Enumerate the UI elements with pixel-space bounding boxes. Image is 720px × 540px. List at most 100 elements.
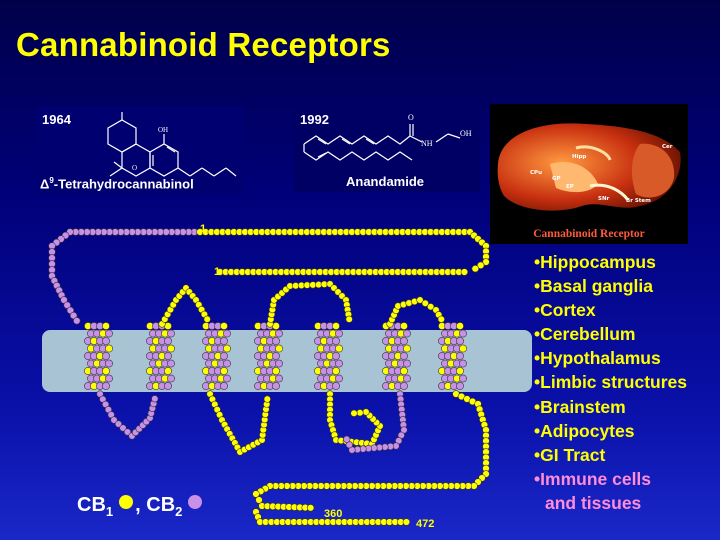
extracellular-loop-3 bbox=[386, 296, 445, 328]
residue-bead bbox=[105, 344, 113, 353]
residue-bead bbox=[275, 329, 283, 338]
residue-bead bbox=[105, 359, 113, 368]
cb2-n-terminus-label: 1 bbox=[200, 223, 207, 235]
bullet-mark: • bbox=[534, 276, 541, 297]
bullet-item: •Cortex bbox=[534, 298, 687, 322]
residue-bead bbox=[220, 382, 228, 390]
bullet-mark: • bbox=[534, 396, 541, 417]
residue-bead bbox=[335, 344, 343, 353]
bullet-mark: • bbox=[534, 372, 541, 393]
residue-bead bbox=[167, 344, 175, 353]
residue-bead bbox=[164, 382, 172, 390]
bullet-text: Cerebellum bbox=[540, 324, 636, 345]
bullet-text: Hippocampus bbox=[540, 252, 656, 272]
residue-bead bbox=[400, 322, 408, 330]
residue-bead bbox=[164, 337, 172, 345]
residue-bead bbox=[437, 315, 445, 323]
residue-bead bbox=[275, 344, 283, 353]
cb2-c-terminus-label: 360 bbox=[324, 508, 343, 520]
residue-bead bbox=[459, 374, 467, 383]
residue-bead bbox=[332, 367, 340, 375]
residue-bead bbox=[73, 317, 81, 325]
residue-bead bbox=[102, 382, 110, 390]
brain-section-drawing bbox=[497, 123, 681, 211]
residue-bead bbox=[403, 329, 411, 338]
residue-bead bbox=[252, 490, 260, 498]
residue-bead bbox=[151, 395, 159, 403]
residue-bead bbox=[332, 322, 340, 330]
residue-bead bbox=[335, 374, 343, 383]
residue-bead bbox=[306, 504, 315, 512]
transmembrane-helix-6 bbox=[382, 322, 411, 390]
residue-bead bbox=[456, 337, 464, 345]
thc-year: 1964 bbox=[42, 112, 71, 127]
receptor-legend: CB1, CB2 bbox=[77, 494, 204, 519]
cb2-n-terminal-chain bbox=[48, 228, 204, 325]
thc-name: Δ9-Tetrahydrocannabinol bbox=[40, 176, 194, 192]
residue-bead bbox=[456, 352, 464, 360]
residue-bead bbox=[332, 382, 340, 390]
residue-bead bbox=[220, 352, 228, 360]
bullet-mark: • bbox=[534, 420, 541, 441]
residue-bead bbox=[477, 261, 485, 269]
bullet-item: •GI Tract bbox=[534, 443, 687, 467]
residue-bead bbox=[223, 359, 231, 368]
brain-label-ep: EP bbox=[566, 184, 574, 190]
residue-bead bbox=[400, 367, 408, 375]
residue-bead bbox=[220, 322, 228, 330]
brain-caption: Cannabinoid Receptor bbox=[533, 228, 645, 240]
anandamide-structure-panel: 1992 O NH OH Anandamide bbox=[294, 106, 480, 192]
bullet-text: Adipocytes bbox=[540, 420, 635, 441]
bullet-mark: • bbox=[534, 300, 541, 321]
residue-bead bbox=[402, 518, 411, 526]
residue-bead bbox=[110, 416, 118, 424]
residue-bead bbox=[105, 329, 113, 338]
transmembrane-helix-1 bbox=[84, 322, 113, 390]
bullet-item: •Hippocampus bbox=[534, 250, 687, 274]
bullet-text: Hypothalamus bbox=[540, 348, 661, 369]
residue-bead bbox=[362, 408, 370, 416]
residue-bead bbox=[167, 329, 175, 338]
anandamide-year: 1992 bbox=[300, 112, 329, 127]
residue-bead bbox=[164, 367, 172, 375]
residue-bead bbox=[332, 337, 340, 345]
brain-label-cpu: CPu bbox=[530, 170, 542, 176]
intracellular-loop-2 bbox=[206, 390, 271, 456]
residue-bead bbox=[167, 359, 175, 368]
slide-title: Cannabinoid Receptors bbox=[16, 26, 391, 63]
residue-bead bbox=[223, 329, 231, 338]
cb1-n-terminus-label: 1 bbox=[214, 266, 221, 278]
residue-bead bbox=[223, 374, 231, 383]
bullet-text-continued: and tissues bbox=[545, 492, 642, 513]
residue-bead bbox=[332, 352, 340, 360]
residue-bead bbox=[460, 268, 469, 276]
svg-text:O: O bbox=[132, 164, 137, 172]
residue-bead bbox=[263, 395, 271, 403]
residue-bead bbox=[456, 367, 464, 375]
residue-bead bbox=[102, 367, 110, 375]
residue-bead bbox=[272, 382, 280, 390]
residue-bead bbox=[255, 496, 263, 504]
intracellular-loop-1 bbox=[96, 390, 159, 440]
residue-bead bbox=[123, 428, 132, 436]
brain-label-cer: Cer bbox=[662, 144, 673, 150]
residue-bead bbox=[275, 374, 283, 383]
residue-bead bbox=[119, 424, 127, 432]
bullet-item: •Brainstem bbox=[534, 395, 687, 419]
transmembrane-helix-3 bbox=[202, 322, 231, 390]
bullet-text: Brainstem bbox=[540, 396, 626, 417]
transmembrane-helix-4 bbox=[254, 322, 283, 390]
residue-bead bbox=[456, 322, 464, 330]
anandamide-molecule-drawing: O NH OH bbox=[303, 113, 472, 161]
residue-bead bbox=[400, 352, 408, 360]
residue-bead bbox=[400, 382, 408, 390]
residue-bead bbox=[403, 359, 411, 368]
brain-label-brstem: Br Stem bbox=[626, 198, 651, 204]
residue-bead bbox=[335, 359, 343, 368]
bullet-text: Cortex bbox=[540, 300, 596, 321]
residue-bead bbox=[356, 409, 364, 417]
intracellular-loop-3 bbox=[326, 390, 384, 448]
bullet-text: GI Tract bbox=[540, 444, 606, 465]
